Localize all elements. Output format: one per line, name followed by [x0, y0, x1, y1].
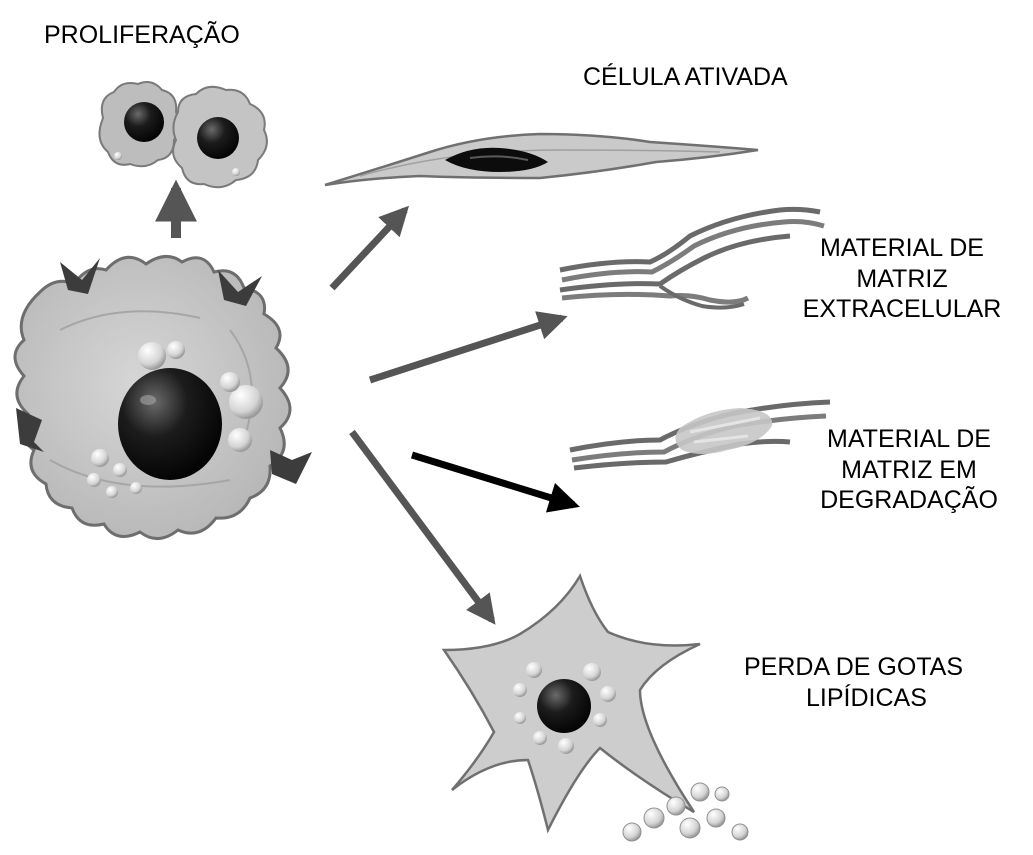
released-droplet [707, 809, 725, 827]
released-droplet [715, 787, 729, 801]
label-degrading-line-1: MATERIAL DE [788, 424, 1030, 455]
label-degrading-line-3: DEGRADAÇÃO [788, 485, 1030, 516]
released-lipid-droplets [623, 783, 748, 841]
lipid-droplet [87, 473, 101, 487]
lipid-droplet [130, 482, 142, 494]
arrow-to-activated-cell [332, 210, 405, 288]
stellate-cell-main [15, 256, 312, 538]
label-ecm-line-3: EXTRACELULAR [776, 294, 1028, 325]
label-lipid-loss-line-2: LIPÍDICAS [744, 683, 963, 714]
proliferating-cells [99, 82, 266, 187]
lipid-droplet [106, 486, 118, 498]
daughter-nucleus-right [197, 117, 239, 159]
label-activated-cell-text: CÉLULA ATIVADA [583, 62, 788, 93]
released-droplet [732, 824, 748, 840]
label-degrading-matrix: MATERIAL DE MATRIZ EM DEGRADAÇÃO [788, 424, 1030, 516]
arrow-to-ecm [370, 318, 562, 380]
nucleus [118, 368, 222, 480]
label-lipid-loss: PERDA DE GOTAS LIPÍDICAS [744, 652, 963, 713]
released-droplet [623, 823, 641, 841]
lipid-droplet [526, 662, 542, 678]
activated-cell [325, 134, 758, 185]
collagen-fiber [562, 294, 748, 302]
lipid-losing-nucleus [537, 679, 591, 733]
daughter-nucleus-left [124, 102, 164, 142]
lipid-droplet [232, 168, 240, 176]
lipid-droplet [138, 342, 166, 370]
label-activated-cell: CÉLULA ATIVADA [583, 62, 788, 93]
lipid-droplet [558, 738, 574, 754]
label-lipid-loss-line-1: PERDA DE GOTAS [744, 652, 963, 683]
lipid-droplet [600, 686, 616, 702]
lipid-droplet [114, 152, 122, 160]
lipid-losing-cell [444, 576, 700, 830]
lipid-droplet [593, 713, 607, 727]
lipid-droplet [514, 712, 526, 724]
lipid-droplet [583, 663, 601, 681]
label-ecm-line-2: MATRIZ [776, 264, 1028, 295]
nucleus-highlight [140, 395, 156, 405]
lipid-droplet [167, 341, 185, 359]
label-ecm-line-1: MATERIAL DE [776, 233, 1028, 264]
label-ecm-material: MATERIAL DE MATRIZ EXTRACELULAR [776, 233, 1028, 325]
lipid-droplet [91, 449, 109, 467]
released-droplet [680, 818, 700, 838]
lipid-droplet [513, 683, 527, 697]
released-droplet [691, 783, 709, 801]
lipid-droplet [228, 428, 252, 452]
lipid-droplet [220, 372, 240, 392]
arrow-to-degradation [412, 455, 574, 505]
lipid-droplet [533, 731, 547, 745]
label-proliferation-text: PROLIFERAÇÃO [44, 20, 240, 51]
released-droplet [667, 797, 685, 815]
label-proliferation: PROLIFERAÇÃO [44, 20, 240, 51]
label-degrading-line-2: MATRIZ EM [788, 455, 1030, 486]
lipid-droplet [113, 463, 127, 477]
receptor-wedge [270, 450, 312, 484]
released-droplet [644, 808, 664, 828]
